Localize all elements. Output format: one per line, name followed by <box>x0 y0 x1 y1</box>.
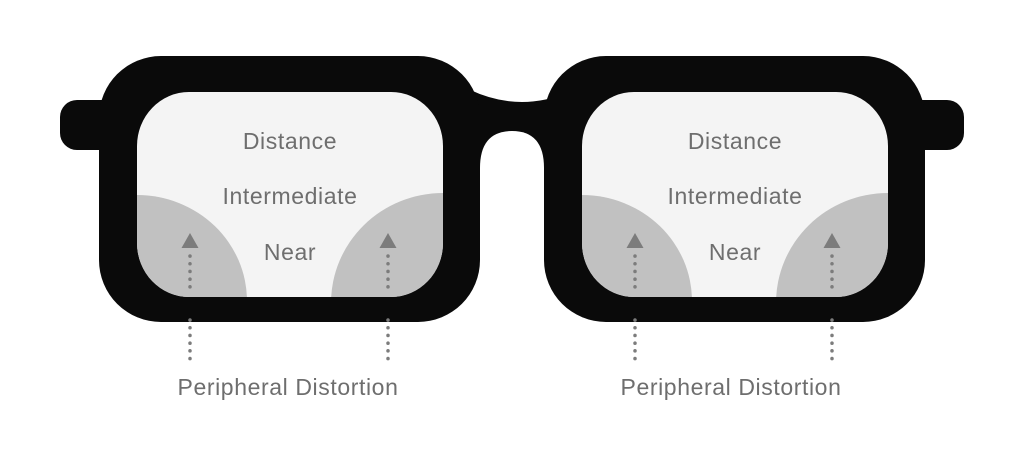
left-lens-distance-label: Distance <box>243 128 337 154</box>
distortion-arrow-right-outer <box>823 233 841 366</box>
distortion-arrow-left-inner <box>379 233 397 366</box>
arrow-up-icon <box>181 233 199 248</box>
right-lens-near-label: Near <box>709 239 761 265</box>
arrow-up-icon <box>626 233 644 248</box>
arrow-up-icon <box>379 233 397 248</box>
right-peripheral-distortion-label: Peripheral Distortion <box>621 374 842 400</box>
bridge-arch <box>480 131 544 187</box>
distortion-annotations: Peripheral Distortion Peripheral Distort… <box>178 233 842 400</box>
right-lens-distance-label: Distance <box>688 128 782 154</box>
left-peripheral-distortion-label: Peripheral Distortion <box>178 374 399 400</box>
distortion-arrow-right-inner <box>626 233 644 366</box>
left-lens-intermediate-label: Intermediate <box>222 183 357 209</box>
right-lens-intermediate-label: Intermediate <box>667 183 802 209</box>
arrow-up-icon <box>823 233 841 248</box>
left-lens-near-label: Near <box>264 239 316 265</box>
distortion-arrow-left-outer <box>181 233 199 366</box>
